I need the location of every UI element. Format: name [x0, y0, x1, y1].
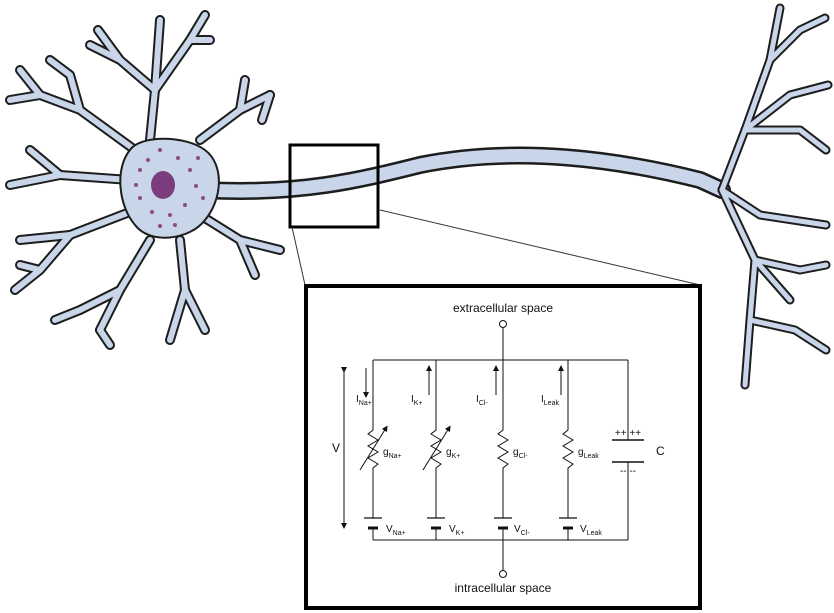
- battery-cl: [494, 517, 512, 530]
- resistors: [359, 425, 574, 475]
- voltage-label: V: [332, 441, 340, 455]
- conductance-label-na: gNa+: [383, 447, 402, 460]
- battery-label-leak: VLeak: [580, 524, 602, 537]
- zoom-rectangle: [288, 143, 380, 229]
- voltage-indicator: V: [332, 367, 347, 529]
- current-label-leak: ILeak: [541, 394, 559, 407]
- neuron: [5, 3, 833, 390]
- battery-label-cl: VCl-: [514, 524, 530, 537]
- battery-label-na: VNa+: [386, 524, 406, 537]
- battery-label-k: VK+: [449, 524, 464, 537]
- capacitor: ++ ++ -- -- C: [612, 428, 665, 477]
- current-label-k: IK+: [411, 394, 423, 407]
- resistor-cl: [497, 425, 509, 475]
- battery-k: [427, 517, 445, 530]
- extracellular-label: extracellular space: [453, 301, 553, 315]
- current-arrows: [363, 365, 564, 398]
- current-label-cl: ICl-: [476, 394, 488, 407]
- conductance-label-k: gK+: [446, 447, 460, 460]
- battery-leak: [559, 517, 577, 530]
- axon-terminals: [717, 3, 833, 390]
- battery-na: [364, 517, 382, 530]
- current-label-na: INa+: [356, 394, 372, 407]
- zoom-indicator: [288, 143, 701, 286]
- intracellular-label: intracellular space: [455, 581, 552, 595]
- variable-arrow-k: [422, 425, 451, 471]
- capacitor-plus-label: ++ ++: [615, 428, 641, 439]
- zoom-connector-left: [291, 226, 306, 286]
- circuit-inset: extracellular space intracellular space: [304, 284, 702, 610]
- conductance-label-cl: gCl-: [513, 447, 528, 460]
- zoom-connector-right: [379, 209, 701, 286]
- capacitance-label: C: [656, 444, 665, 458]
- axon: [196, 146, 731, 200]
- batteries: [364, 517, 577, 530]
- conductance-label-leak: gLeak: [578, 447, 599, 460]
- resistor-leak: [562, 425, 574, 475]
- dendrites: [5, 10, 285, 350]
- circuit-wires: [372, 320, 629, 578]
- capacitor-minus-label: -- --: [620, 466, 636, 477]
- variable-arrow-na: [359, 425, 388, 471]
- nucleus: [151, 171, 175, 199]
- cytoplasm-granules: [134, 148, 205, 228]
